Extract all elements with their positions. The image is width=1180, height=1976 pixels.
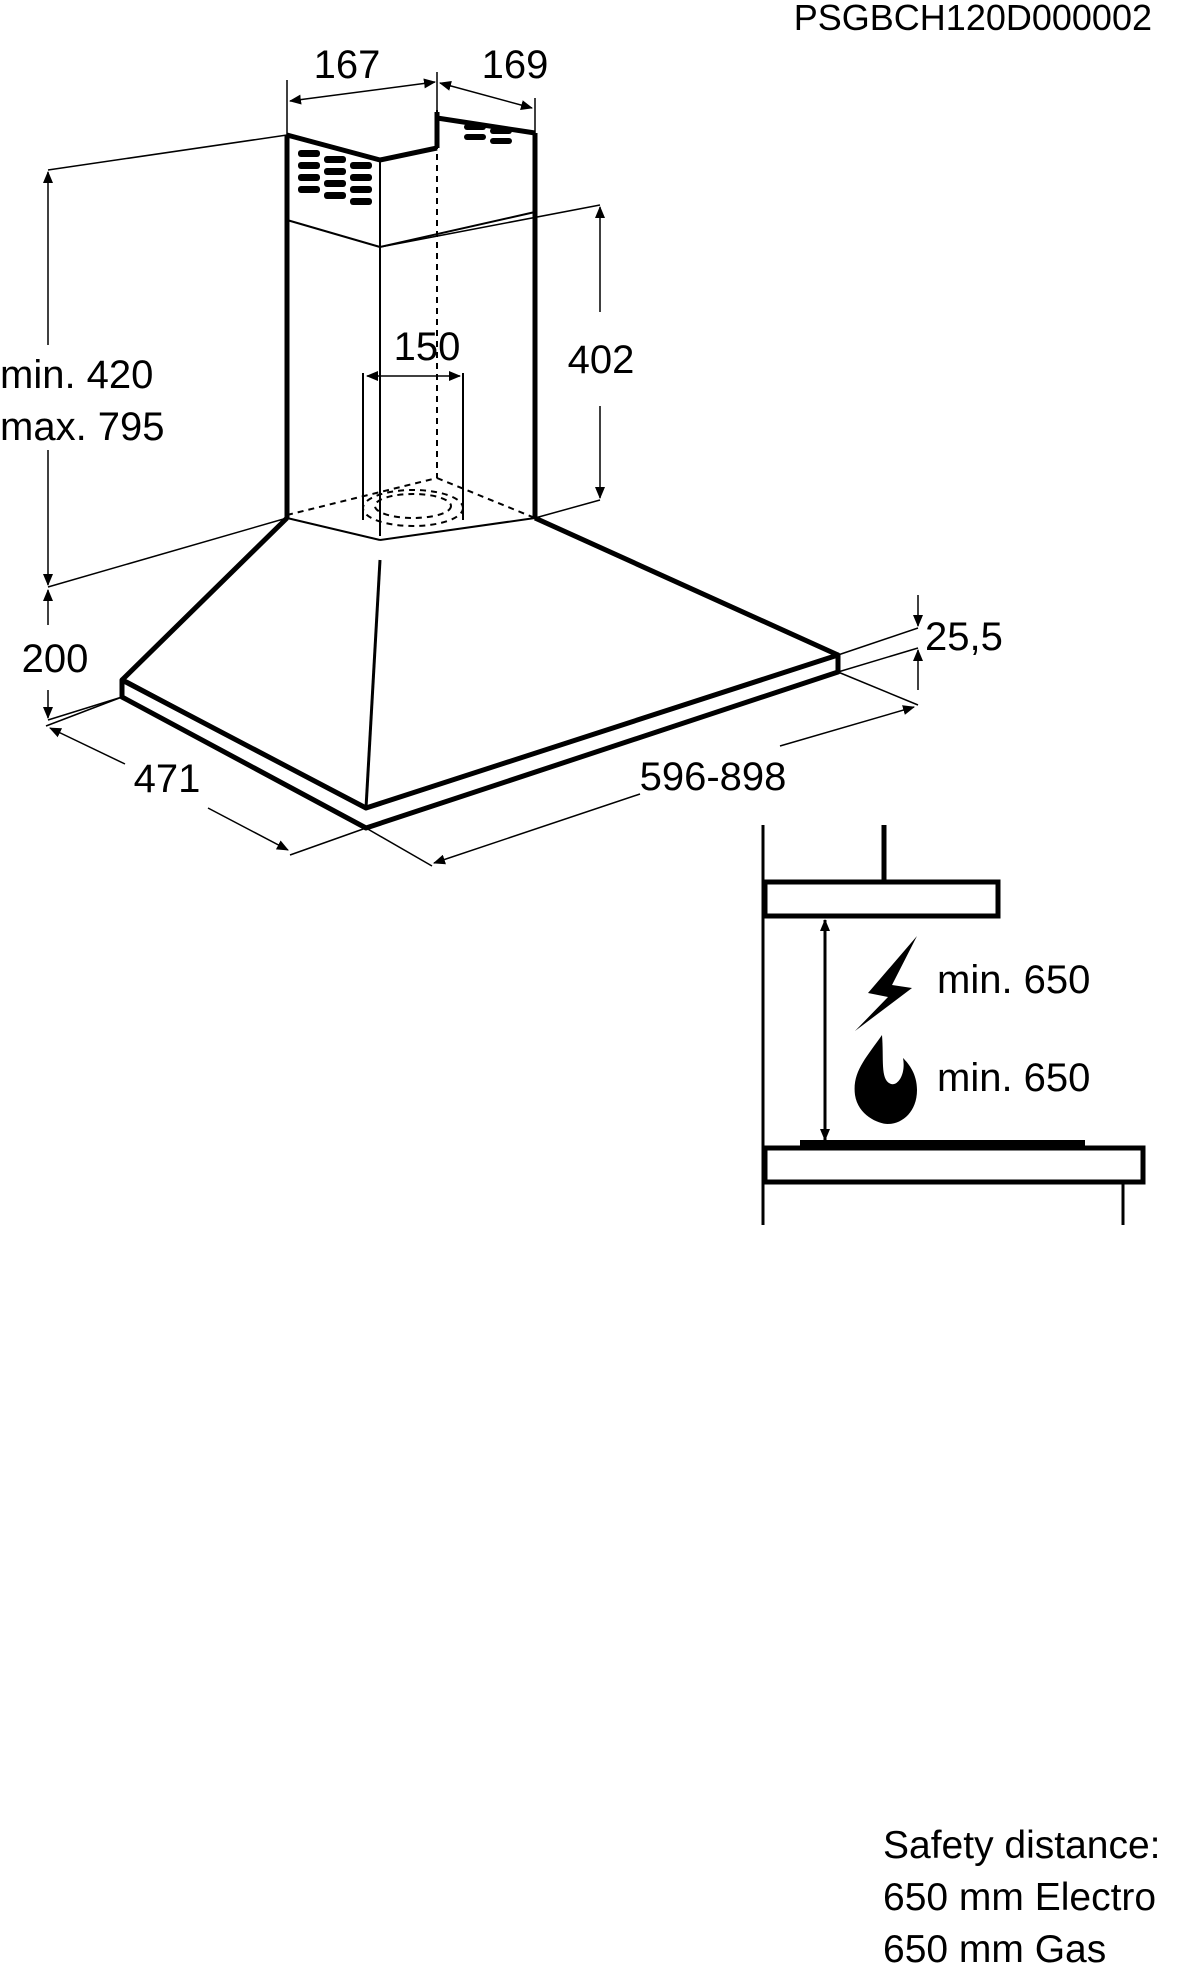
hob-outline bbox=[762, 1145, 1146, 1185]
safety-note-gas: 650 mm Gas bbox=[883, 1928, 1107, 1971]
hood-depth-label: 471 bbox=[134, 757, 201, 801]
chimney-height-min-label: min. 420 bbox=[0, 353, 153, 397]
safety-note-electric: 650 mm Electro bbox=[883, 1876, 1157, 1919]
flame-icon bbox=[854, 1035, 917, 1124]
hood-height-label: 200 bbox=[22, 637, 89, 681]
chimney-depth-label: 169 bbox=[482, 43, 549, 87]
safety-distance-note: Safety distance: 650 mm Electro 650 mm G… bbox=[883, 1820, 1180, 1976]
hood-edge-thickness-label: 25,5 bbox=[925, 615, 1003, 659]
document-code: PSGBCH120D000002 bbox=[794, 0, 1152, 38]
dimension-lines bbox=[43, 72, 923, 867]
electric-clearance-label: min. 650 bbox=[937, 958, 1090, 1002]
hood-width-label: 596-898 bbox=[640, 755, 787, 799]
gas-clearance-label: min. 650 bbox=[937, 1056, 1090, 1100]
chimney-height-max-label: max. 795 bbox=[0, 405, 165, 449]
clearance-schematic: min. 650 min. 650 bbox=[761, 825, 1146, 1225]
exhaust-duct bbox=[362, 373, 464, 527]
hob-burner-plate bbox=[800, 1140, 1085, 1148]
lightning-bolt-icon bbox=[855, 936, 917, 1031]
chimney-width-label: 167 bbox=[314, 43, 381, 87]
hood-drawing bbox=[119, 110, 841, 831]
duct-diameter-label: 150 bbox=[394, 325, 461, 369]
hood-outline bbox=[762, 879, 1001, 919]
vent-grille bbox=[298, 124, 512, 205]
dimension-labels: 167 169 150 min. 420 max. 795 402 200 47… bbox=[0, 43, 1003, 801]
upper-chimney-height-label: 402 bbox=[568, 338, 635, 382]
chimney bbox=[284, 112, 538, 541]
safety-note-heading: Safety distance: bbox=[883, 1824, 1161, 1867]
